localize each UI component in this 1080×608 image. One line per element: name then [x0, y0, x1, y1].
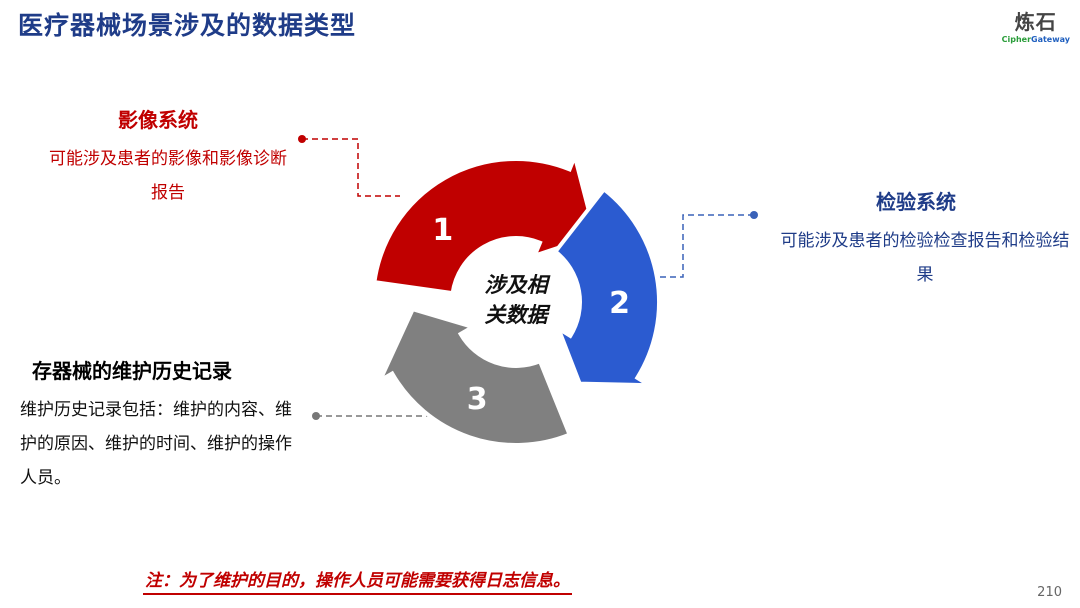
connector-2 [640, 214, 754, 278]
arrow-segment-1 [372, 149, 598, 296]
arrow-segment-3 [375, 306, 573, 447]
connector-dot-3 [312, 412, 320, 420]
footnote: 注：为了维护的目的，操作人员可能需要获得日志信息。 [143, 566, 572, 595]
step-number-1: 1 [432, 213, 453, 248]
step-number-3: 3 [467, 382, 488, 417]
logo: 炼石 CipherGateway [1002, 6, 1070, 44]
connector-1 [302, 138, 400, 197]
arrow-segment-2 [552, 186, 661, 388]
logo-en: CipherGateway [1002, 35, 1070, 44]
logo-cn: 炼石 [1014, 10, 1057, 34]
connector-dot-1 [298, 135, 306, 143]
page-title: 医疗器械场景涉及的数据类型 [18, 11, 357, 40]
connector-dot-2 [750, 211, 758, 219]
maintenance-text: 维护历史记录包括：维护的内容、维护的原因、维护的时间、维护的操作人员。 [20, 400, 292, 488]
imaging-system-heading: 影像系统 [118, 108, 198, 132]
logo-en-a: Cipher [1001, 35, 1032, 44]
step-number-2: 2 [609, 286, 630, 321]
maintenance-heading: 存器械的维护历史记录 [32, 359, 232, 383]
lab-system-heading: 检验系统 [876, 190, 956, 214]
imaging-system-text: 可能涉及患者的影像和影像诊断报告 [49, 149, 287, 203]
center-line2: 关数据 [485, 303, 552, 327]
center-line1: 涉及相 [485, 273, 552, 297]
logo-en-b: Gateway [1031, 35, 1070, 44]
lab-system-text: 可能涉及患者的检验检查报告和检验结果 [780, 231, 1070, 285]
page-number: 210 [1037, 585, 1062, 600]
